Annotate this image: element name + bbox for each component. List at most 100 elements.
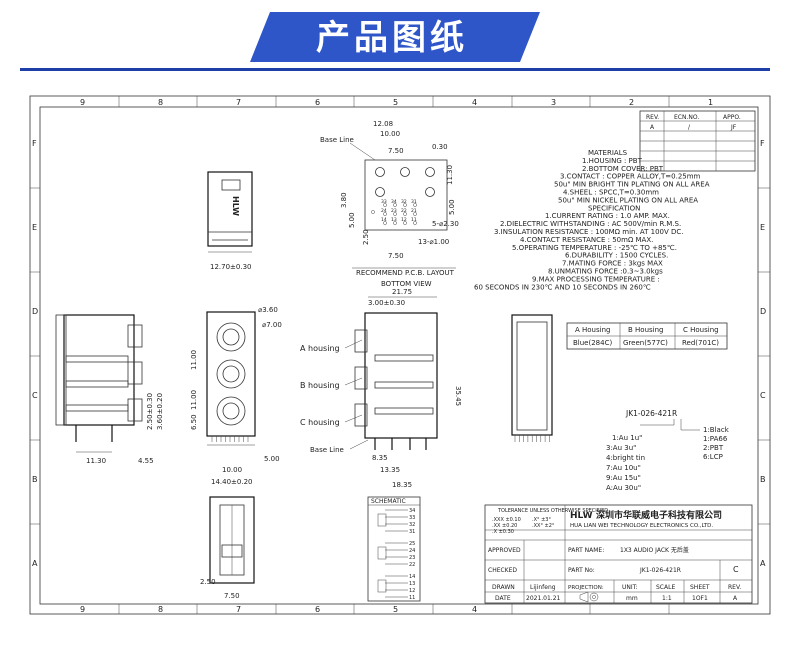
- jack-c-inner: [222, 402, 240, 420]
- col-label: 1: [708, 98, 713, 107]
- dim-3-80: 3.80: [340, 192, 348, 208]
- materials-line: 2.BOTTOM COVER: PBT: [582, 165, 664, 173]
- scale-value: 1:1: [662, 595, 672, 602]
- projection-cone: [579, 591, 589, 603]
- color-option: 1:Black: [703, 426, 730, 434]
- section-view: [511, 314, 553, 442]
- front-dim-dia-7-00: ⌀7.00: [262, 321, 282, 329]
- rev-value: A: [733, 595, 738, 602]
- jack-c-outer: [216, 396, 246, 426]
- right-dim-35-45: 35.45: [454, 386, 462, 406]
- materials-line: 50u" MIN BRIGHT TIN PLATING ON ALL AREA: [554, 181, 710, 189]
- outline: [55, 314, 67, 426]
- materials-line: MATERIALS: [588, 149, 628, 157]
- sheet-value: 1OF1: [692, 595, 708, 602]
- right-view: A housing B housing C housing Base Line …: [300, 288, 462, 489]
- materials-line: 1.HOUSING : PBT: [582, 157, 643, 165]
- row-label: D: [760, 307, 766, 316]
- hole-callout-large: 5-⌀2.30: [432, 220, 459, 228]
- col-label: 9: [80, 605, 85, 614]
- right-dim-18-35: 18.35: [392, 481, 412, 489]
- schematic-pin: 11: [409, 595, 415, 601]
- small-hole: [403, 203, 407, 207]
- materials-line: 4.CONTACT RESISTANCE : 50mΩ MAX.: [520, 236, 653, 244]
- dim-11-30: 11.30: [446, 165, 454, 185]
- outline: [354, 366, 368, 390]
- label-base-line: Base Line: [310, 446, 344, 454]
- col-label: 8: [158, 98, 163, 107]
- outline: [354, 403, 368, 427]
- color-option: 1:PA66: [703, 435, 728, 443]
- schematic-contact: [377, 579, 387, 593]
- pin-number: 22: [401, 208, 407, 214]
- color-option: 2:PBT: [703, 444, 724, 452]
- schematic-pin: 25: [409, 541, 415, 547]
- front-dim-14-40: 14.40±0.20: [211, 478, 253, 486]
- section-view-body: [511, 314, 553, 436]
- side-dim-4-55: 4.55: [138, 457, 154, 465]
- plating-option: A:Au 30u": [606, 484, 641, 492]
- outline: [65, 404, 129, 412]
- leader: [349, 142, 376, 161]
- part-code-breakdown: JK1-026-421R 1:Black 1:PA66 2:PBT 6:LCP …: [606, 409, 730, 492]
- dim-7-50-top: 7.50: [388, 147, 404, 155]
- part-name-label: PART NAME:: [568, 547, 604, 554]
- row-labels-right: F E D C B A: [760, 139, 766, 568]
- materials-line: 1.CURRENT RATING : 1.0 AMP. MAX.: [545, 212, 670, 220]
- company-name-cn: 深圳市华联威电子科技有限公司: [596, 509, 722, 521]
- small-hole: [393, 221, 397, 225]
- part-name-value: 1X3 AUDIO JACK 无后盖: [620, 546, 689, 554]
- top-view-logo: HLW: [231, 196, 240, 216]
- small-dim-7-50: 7.50: [224, 592, 240, 600]
- front-dim-10-00: 10.00: [222, 466, 242, 474]
- col-label: 8: [158, 605, 163, 614]
- bottom-small-view: 2.50 7.50: [200, 496, 255, 600]
- row-label: D: [32, 307, 38, 316]
- jack-a-inner: [222, 328, 240, 346]
- row-label: F: [760, 139, 765, 148]
- small-hole: [413, 203, 417, 207]
- outline: [221, 544, 243, 558]
- outline: [127, 361, 143, 385]
- front-dim-11-00-a: 11.00: [190, 350, 198, 370]
- row-label: B: [760, 475, 766, 484]
- date-value: 2021.01.21: [526, 595, 561, 602]
- schematic-pin: 14: [409, 574, 415, 580]
- column-labels-bottom: 9 8 7 6 5 4: [80, 605, 477, 614]
- rev-label: REV.: [728, 584, 741, 591]
- ecn-value: /: [688, 124, 691, 131]
- small-hole: [371, 210, 375, 214]
- materials-line: 2.DIELECTRIC WITHSTANDING : AC 500V/min …: [500, 220, 681, 228]
- materials-line: SPECIFICATION: [588, 204, 640, 212]
- front-dim-5-00: 5.00: [264, 455, 280, 463]
- projection-circle-inner: [592, 595, 596, 599]
- outline: [65, 380, 129, 388]
- tolerance-title: TOLERANCE UNLESS OTHERWISE SPECIFIED: [497, 508, 608, 514]
- row-label: C: [760, 391, 766, 400]
- units-label: UNIT:: [622, 584, 638, 591]
- materials-line: 3.CONTACT : COPPER ALLOY,T=0.25mm: [560, 173, 701, 181]
- schematic-contact: [377, 513, 387, 527]
- dim-0-30: 0.30: [432, 143, 448, 151]
- approved-label: APPROVED: [488, 547, 521, 554]
- col-label: 7: [236, 98, 241, 107]
- side-dim-2-50: 2.50±0.30: [146, 393, 154, 430]
- pin-number: 32: [401, 199, 407, 205]
- section-pins: [514, 435, 550, 442]
- appo-value: JF: [730, 124, 737, 131]
- header-banner: 产品图纸: [0, 0, 790, 85]
- outline: [127, 398, 143, 422]
- row-label: F: [32, 139, 37, 148]
- checked-label: CHECKED: [488, 567, 517, 574]
- dim-2-50: 2.50: [362, 229, 370, 245]
- leader: [344, 414, 363, 423]
- pin-number: 13: [391, 217, 397, 223]
- housing-color-table: A Housing B Housing C Housing Blue(284C)…: [566, 322, 728, 350]
- tolerance: .X° ±3°: [532, 517, 551, 523]
- small-hole: [413, 221, 417, 225]
- bottom-view-caption: BOTTOM VIEW: [381, 280, 432, 288]
- outline: [374, 407, 434, 415]
- side-view: 11.30 4.55 2.50±0.30 3.60±0.20: [55, 314, 164, 465]
- schematic-pin: 34: [409, 508, 415, 514]
